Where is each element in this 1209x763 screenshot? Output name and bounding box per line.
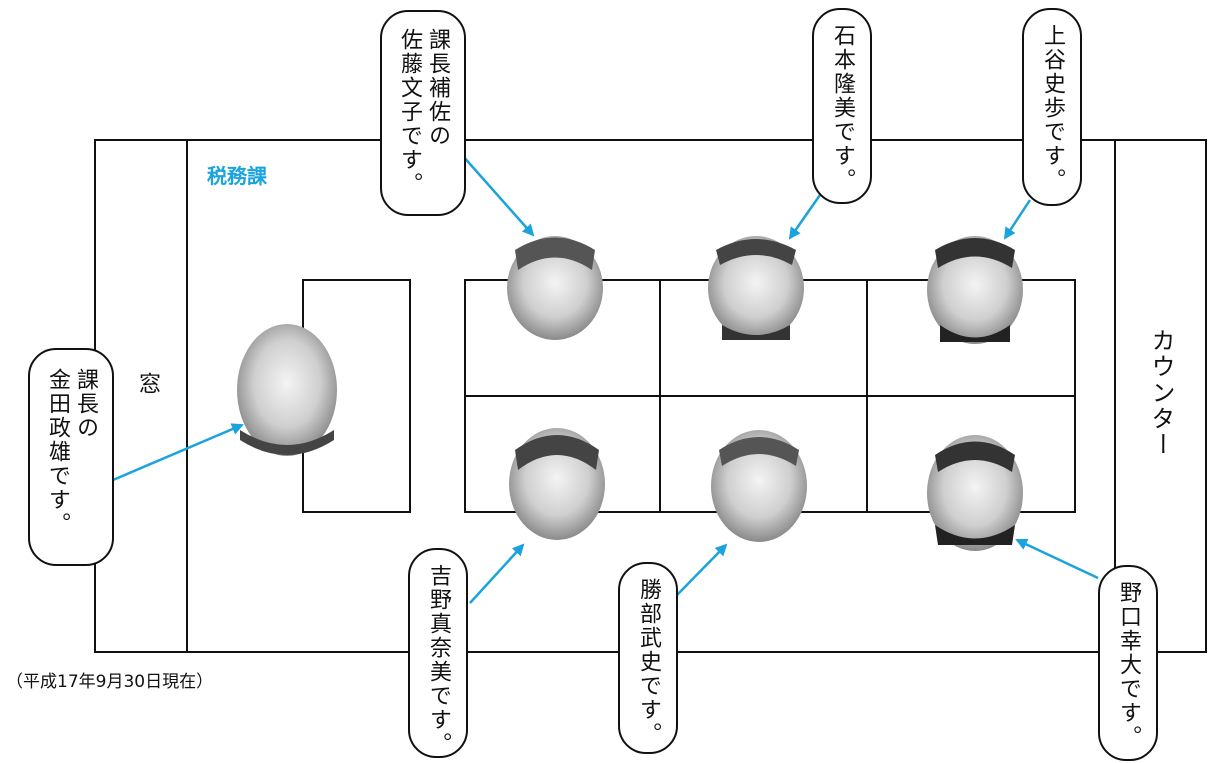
- caption-bubble-katsube: 勝部武史です。: [618, 562, 678, 754]
- caption-sato: 課長補佐の 佐藤文子です。: [397, 28, 450, 196]
- portrait-yoshino: [509, 428, 605, 540]
- arrow-kamitani: [1003, 199, 1032, 240]
- portrait-kaneda: [237, 324, 337, 456]
- arrow-sato: [461, 154, 535, 237]
- as-of-date: （平成17年9月30日現在）: [6, 672, 214, 692]
- arrow-ishimoto: [788, 194, 822, 240]
- portrait-sato: [507, 236, 603, 340]
- department-title: 税務課: [207, 164, 267, 188]
- portrait-katsube: [711, 430, 807, 542]
- caption-bubble-yoshino: 吉野真奈美です。: [408, 548, 468, 758]
- caption-kamitani: 上谷史歩です。: [1040, 24, 1065, 192]
- caption-bubble-noguchi: 野口幸大です。: [1098, 565, 1158, 761]
- caption-katsube: 勝部武史です。: [636, 578, 661, 746]
- caption-bubble-kamitani: 上谷史歩です。: [1022, 8, 1082, 206]
- caption-bubble-ishimoto: 石本隆美です。: [812, 8, 872, 204]
- portrait-kamitani: [927, 236, 1023, 344]
- caption-bubble-kaneda: 課長の 金田政雄です。: [28, 348, 114, 566]
- arrow-noguchi: [1015, 538, 1099, 580]
- caption-bubble-sato: 課長補佐の 佐藤文子です。: [380, 10, 466, 216]
- arrow-katsube: [676, 543, 728, 596]
- counter-label: カウンター: [1147, 328, 1175, 458]
- caption-noguchi: 野口幸大です。: [1116, 581, 1141, 749]
- caption-kaneda: 課長の 金田政雄です。: [45, 368, 98, 536]
- portrait-noguchi: [927, 435, 1023, 551]
- caption-yoshino: 吉野真奈美です。: [426, 564, 451, 756]
- arrow-yoshino: [469, 543, 525, 604]
- arrow-kaneda: [112, 423, 244, 482]
- portrait-ishimoto: [708, 236, 804, 340]
- caption-ishimoto: 石本隆美です。: [830, 24, 855, 192]
- window-label: 窓: [135, 372, 160, 396]
